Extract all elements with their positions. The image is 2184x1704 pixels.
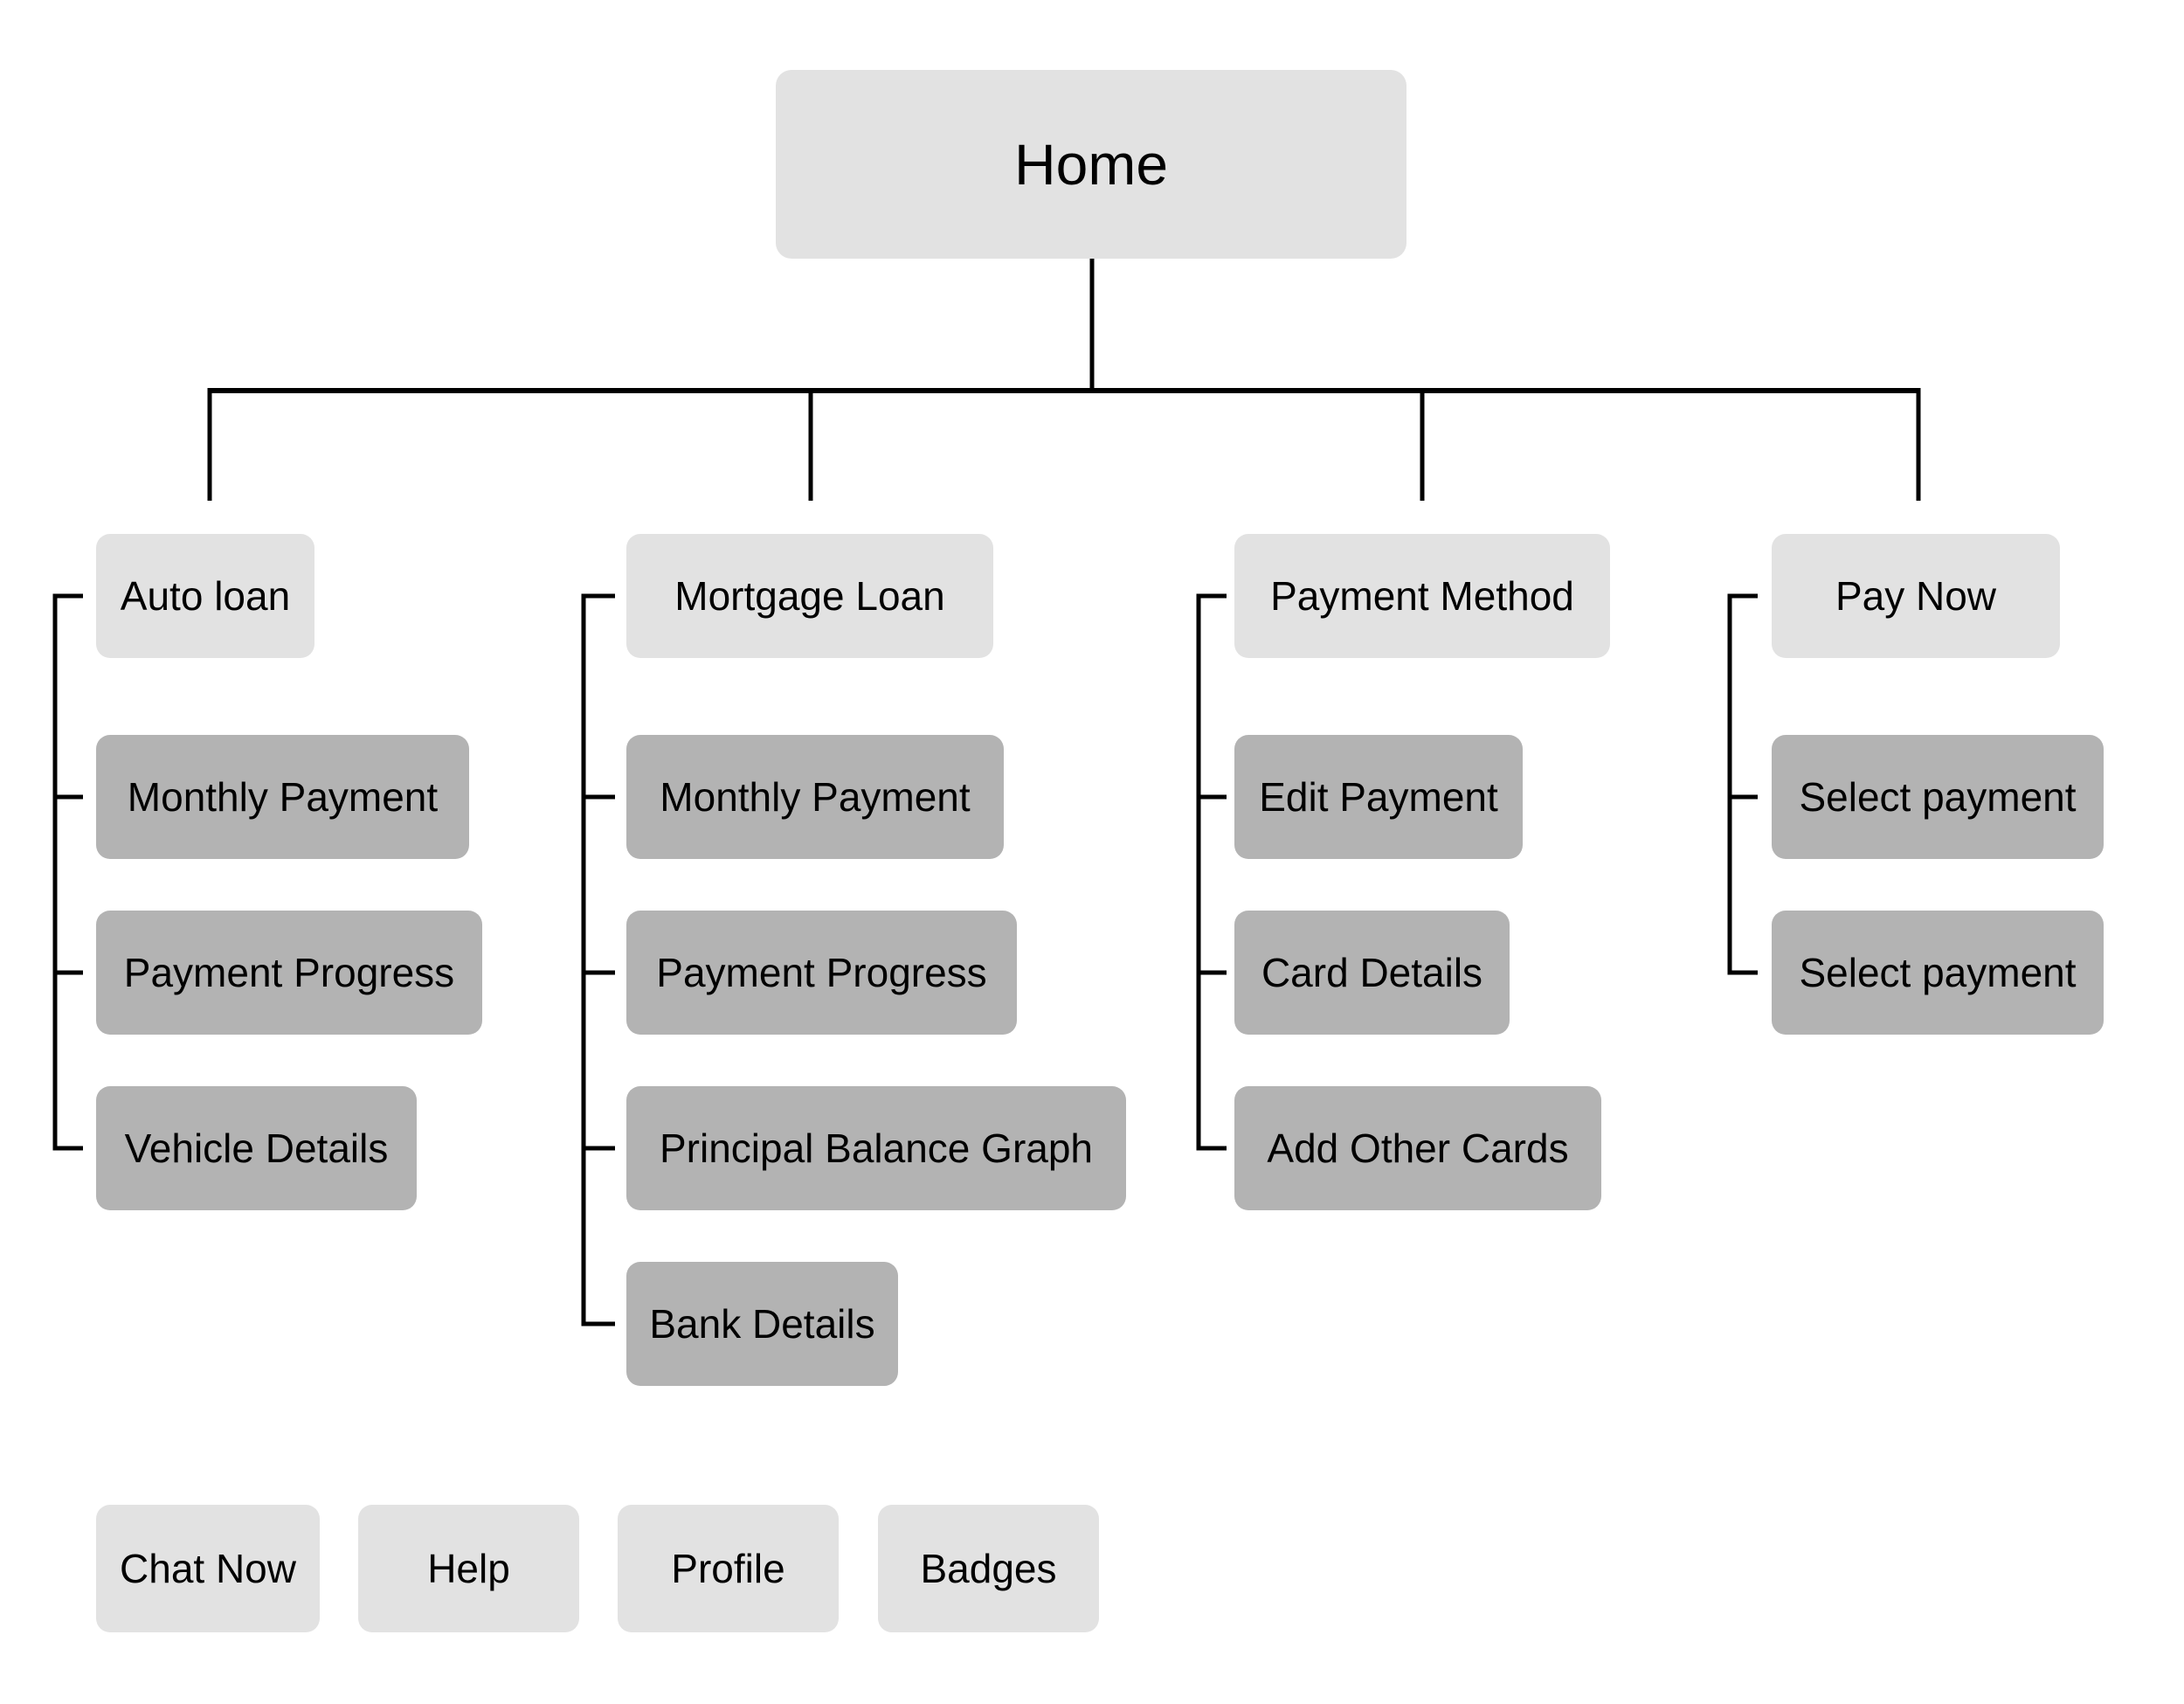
node-monthly-payment-mortgage: Monthly Payment: [626, 735, 1004, 859]
node-auto-loan: Auto loan: [96, 534, 314, 658]
footer-item-help: Help: [358, 1505, 579, 1632]
node-monthly-payment-auto: Monthly Payment: [96, 735, 469, 859]
node-principal-balance-graph: Principal Balance Graph: [626, 1086, 1126, 1210]
node-pay-now: Pay Now: [1772, 534, 2060, 658]
footer-item-chat-now: Chat Now: [96, 1505, 320, 1632]
node-bank-details: Bank Details: [626, 1262, 898, 1386]
node-mortgage-loan: Mortgage Loan: [626, 534, 993, 658]
node-add-other-cards: Add Other Cards: [1234, 1086, 1601, 1210]
node-edit-payment: Edit Payment: [1234, 735, 1523, 859]
connector-bracket-pay-now: [1727, 593, 1758, 975]
node-home: Home: [776, 70, 1406, 259]
node-select-payment-2: Select payment: [1772, 911, 2104, 1035]
node-payment-progress-auto: Payment Progress: [96, 911, 482, 1035]
connector-bracket-payment-method: [1196, 593, 1227, 1151]
node-select-payment-1: Select payment: [1772, 735, 2104, 859]
node-vehicle-details: Vehicle Details: [96, 1086, 417, 1210]
footer-item-badges: Badges: [878, 1505, 1099, 1632]
node-card-details: Card Details: [1234, 911, 1510, 1035]
connector-bracket-auto-loan: [52, 593, 83, 1151]
footer-item-profile: Profile: [618, 1505, 839, 1632]
node-payment-method: Payment Method: [1234, 534, 1610, 658]
node-payment-progress-mortgage: Payment Progress: [626, 911, 1017, 1035]
connector-bracket-mortgage-loan: [581, 593, 615, 1326]
